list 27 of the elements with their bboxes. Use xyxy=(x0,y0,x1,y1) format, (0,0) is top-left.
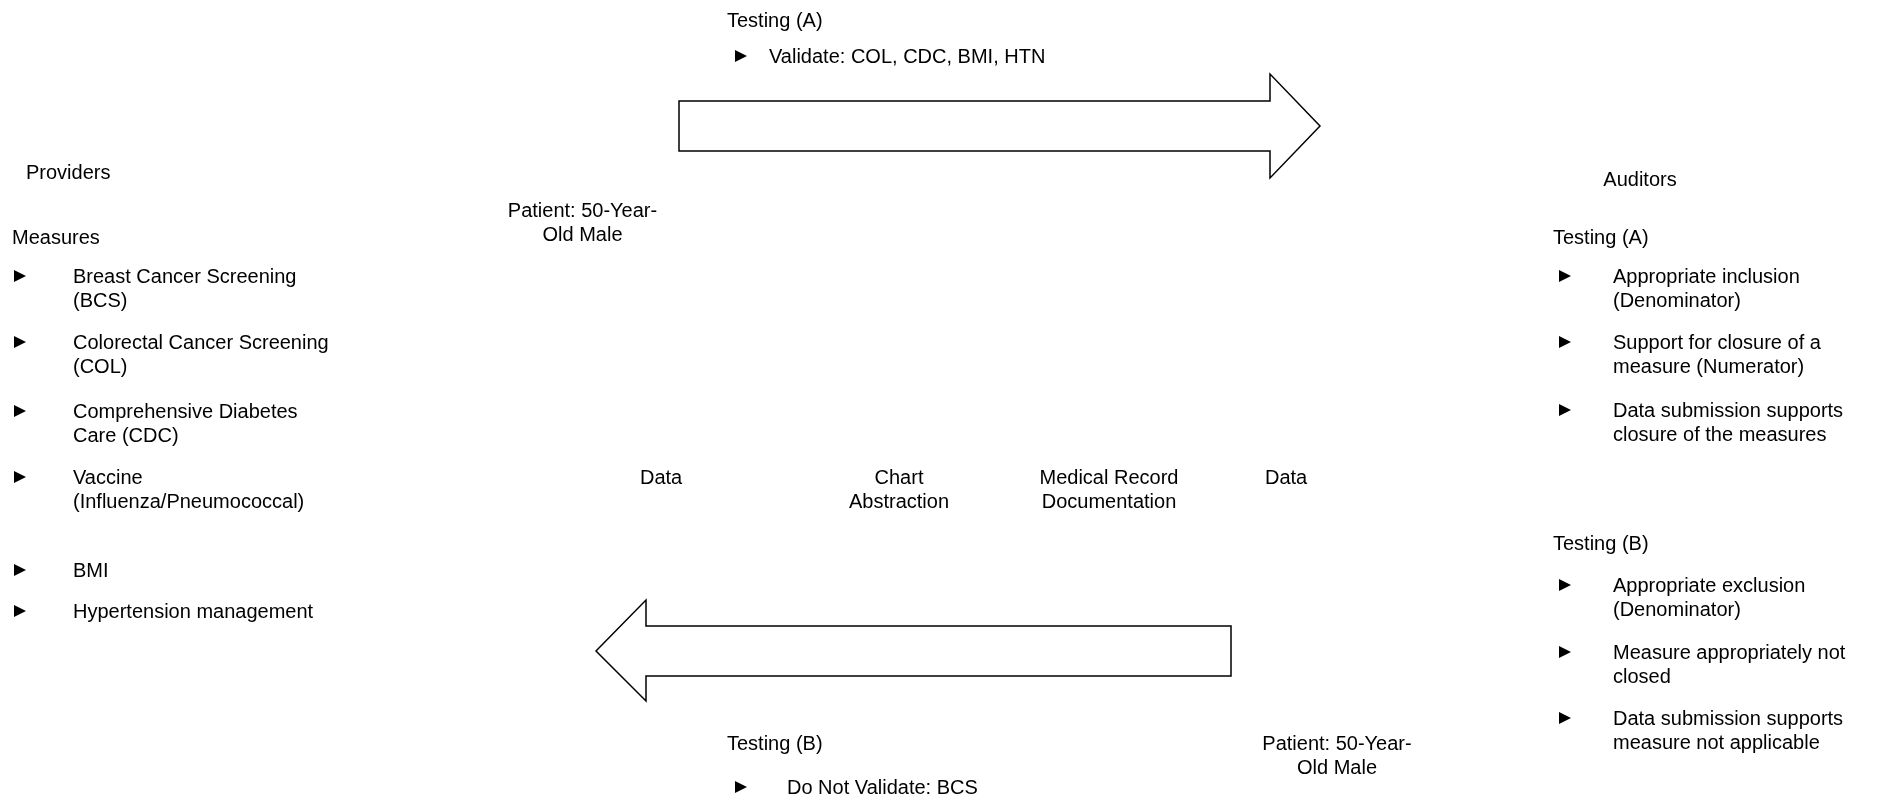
list-item: BMI xyxy=(73,558,110,582)
text-label: Chart Abstraction xyxy=(847,465,951,513)
list-item: Comprehensive Diabetes Care (CDC) xyxy=(73,399,299,447)
list-item: Appropriate inclusion (Denominator) xyxy=(1613,264,1801,312)
text-label: Measures xyxy=(12,225,101,249)
list-item: Measure appropriately not closed xyxy=(1613,640,1847,688)
text-label: Data xyxy=(640,465,684,489)
list-item: Data submission supports measure not applicable xyxy=(1613,706,1845,754)
list-item: Breast Cancer Screening (BCS) xyxy=(73,264,298,312)
text-label: Testing (B) xyxy=(1553,531,1650,555)
text-label: Patient: 50-Year-Old Male xyxy=(507,198,658,246)
list-item: Vaccine (Influenza/Pneumococcal) xyxy=(73,465,306,513)
list-item: Support for closure of a measure (Numerator) xyxy=(1613,330,1822,378)
text-label: Testing (B) xyxy=(727,731,824,755)
text-label: Patient: 50-Year-Old Male xyxy=(1261,731,1413,779)
text-label: Data xyxy=(1265,465,1309,489)
list-item: Hypertension management xyxy=(73,599,315,623)
list-item: Do Not Validate: BCS xyxy=(787,775,979,799)
text-label: Medical Record Documentation xyxy=(1038,465,1180,513)
list-item: Colorectal Cancer Screening (COL) xyxy=(73,330,330,378)
list-item: Validate: COL, CDC, BMI, HTN xyxy=(769,44,1047,68)
list-item: Data submission supports closure of the measures xyxy=(1613,398,1845,446)
text-label: Auditors xyxy=(1602,167,1678,191)
list-item: Appropriate exclusion (Denominator) xyxy=(1613,573,1807,621)
text-label: Testing (A) xyxy=(1553,225,1650,249)
text-label: Providers xyxy=(26,160,112,184)
text-label: Testing (A) xyxy=(727,8,824,32)
